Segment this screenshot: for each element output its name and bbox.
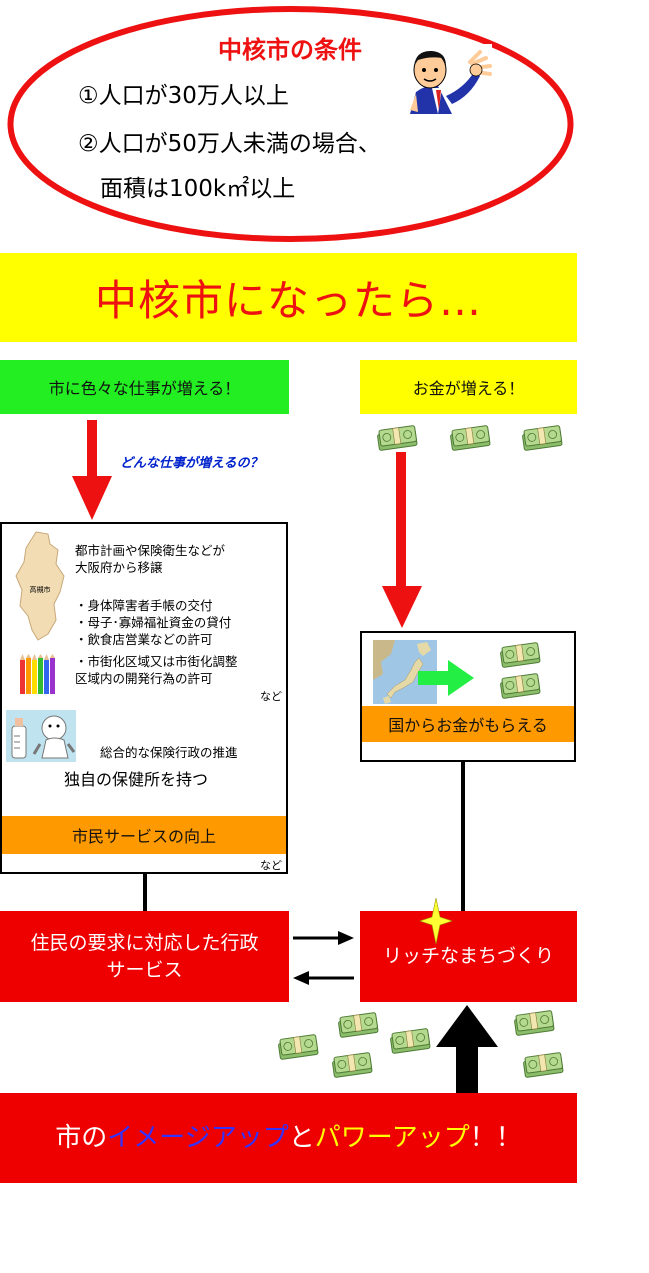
cash-bundle-icon <box>377 425 418 451</box>
intro-line-2: 大阪府から移譲 <box>75 560 163 575</box>
cash-bundle-icon <box>514 1010 555 1036</box>
national-funds-label: 国からお金がもらえる <box>362 706 574 742</box>
final-text-part-5: ！！ <box>469 1122 522 1153</box>
cash-bundle-icon <box>338 1012 379 1038</box>
duty-item: ・飲食店営業などの許可 <box>75 632 213 647</box>
responsive-service-box: 住民の要求に対応した行政 サービス <box>0 911 289 1002</box>
question-text: どんな仕事が増えるの？ <box>120 456 263 471</box>
duty-item: ・市街化区域又は市街化調整 <box>75 654 238 669</box>
responsive-service-line-1: 住民の要求に対応した行政 <box>30 931 259 954</box>
final-text-image-up: イメージアップ <box>107 1122 289 1153</box>
cash-bundle-icon <box>500 673 541 699</box>
up-arrow-black <box>436 1005 498 1093</box>
condition-3: 面積は100k㎡以上 <box>100 176 296 202</box>
final-text-power-up: パワーアップ <box>314 1122 470 1153</box>
final-text-part-3: と <box>288 1122 315 1153</box>
intro-line-1: 都市計画や保険衛生などが <box>75 543 226 558</box>
cash-bundle-icon <box>278 1034 319 1060</box>
more-money-box: お金が増える！ <box>360 360 577 414</box>
image-power-up-box: 市のイメージアップとパワーアップ！！ <box>0 1093 577 1183</box>
more-jobs-box: 市に色々な仕事が増える！ <box>0 360 289 414</box>
rich-town-box: リッチなまちづくり <box>360 911 577 1002</box>
responsive-service-line-2: サービス <box>106 958 183 981</box>
pencils-icon <box>20 654 55 694</box>
takatsuki-map-icon: 高槻市 <box>15 531 65 641</box>
duty-item: ・身体障害者手帳の交付 <box>75 598 213 613</box>
baby-bottle-icon <box>6 710 76 762</box>
duty-item: ・母子･寡婦福祉資金の貸付 <box>75 615 232 630</box>
cash-bundle-icon <box>450 425 491 451</box>
down-arrow-red <box>72 420 112 520</box>
final-text-part-1: 市の <box>55 1122 108 1153</box>
etc-note: など <box>260 690 282 703</box>
down-arrow-red <box>382 452 422 628</box>
cash-bundle-icon <box>500 642 541 668</box>
banner-title: 中核市になったら… <box>94 276 482 325</box>
health-center-text: 独自の保健所を持つ <box>64 770 209 789</box>
duty-item: 区域内の開発行為の許可 <box>75 671 213 686</box>
cash-bundle-icon <box>523 1052 564 1078</box>
citizen-service-label: 市民サービスの向上 <box>2 816 286 854</box>
conditions-title: 中核市の条件 <box>218 36 362 64</box>
etc-note: など <box>260 859 282 872</box>
rich-town-text: リッチなまちづくり <box>382 945 554 967</box>
condition-1: ①人口が30万人以上 <box>78 83 289 109</box>
core-city-banner: 中核市になったら… <box>0 253 577 342</box>
health-admin-text: 総合的な保険行政の推進 <box>100 745 238 760</box>
map-label: 高槻市 <box>30 585 51 594</box>
cash-bundle-icon <box>522 425 563 451</box>
businessman-icon <box>396 44 492 114</box>
right-arrow-green <box>418 660 474 696</box>
cash-bundle-icon <box>390 1028 431 1054</box>
sparkle-icon <box>420 898 452 944</box>
condition-2: ②人口が50万人未満の場合、 <box>78 131 381 157</box>
cash-bundle-icon <box>332 1052 373 1078</box>
